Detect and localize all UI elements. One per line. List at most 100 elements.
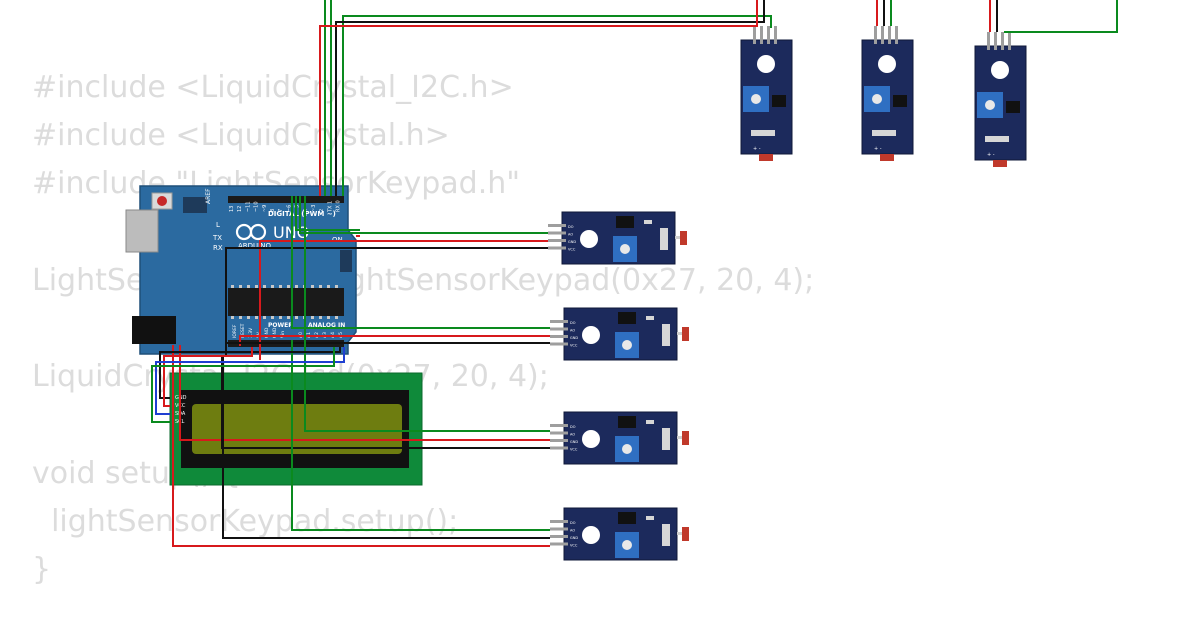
digital-header[interactable] <box>228 196 344 203</box>
analog-pin-label: A0 <box>298 332 304 338</box>
chip-pin <box>231 316 234 319</box>
sensor-pin-label: DO <box>570 321 576 325</box>
sensor-pin[interactable] <box>550 520 568 523</box>
digital-pin-label: ~9 <box>262 205 268 212</box>
photoresistor <box>993 160 1007 167</box>
potentiometer-knob[interactable] <box>620 244 630 254</box>
analog-header-label: ANALOG IN <box>308 322 345 329</box>
power-jack <box>132 316 176 344</box>
sensor-pin[interactable] <box>550 431 568 435</box>
sensor-pm-label: + - <box>987 152 995 158</box>
photoresistor-lead <box>677 532 682 535</box>
digital-pin-label: ~11 <box>245 201 251 212</box>
light-sensor-modules-vertical: + - + - + - <box>740 26 1027 167</box>
arduino-infinity-logo <box>235 223 267 241</box>
mounting-hole <box>878 55 896 73</box>
code-editor-background: #include <LiquidCrystal_I2C.h>#include <… <box>32 64 814 594</box>
sensor-pin[interactable] <box>881 26 884 44</box>
sensor-connector <box>660 228 668 250</box>
power-pin-label: IOREF <box>232 324 238 338</box>
sensor-pin[interactable] <box>550 335 568 338</box>
photoresistor-lead <box>675 236 680 239</box>
sensor-pin-label: AO <box>570 529 575 533</box>
sensor-pin[interactable] <box>548 231 566 235</box>
sensor-pin[interactable] <box>874 26 877 44</box>
sensor-pin[interactable] <box>987 32 990 50</box>
wire-blue <box>155 347 345 415</box>
sensor-pin-label: DO <box>570 425 576 429</box>
potentiometer-knob[interactable] <box>985 100 995 110</box>
chip-pin <box>231 285 234 288</box>
comparator-chip <box>1006 101 1020 113</box>
sensor-pin[interactable] <box>550 320 568 323</box>
chip-pin <box>263 285 266 288</box>
chip-pin <box>311 285 314 288</box>
sensor-pin[interactable] <box>550 527 568 531</box>
sensor-pin[interactable] <box>550 327 568 331</box>
sensor-pin[interactable] <box>753 26 756 44</box>
resistor <box>646 316 654 320</box>
sensor-pin[interactable] <box>550 424 568 427</box>
potentiometer-knob[interactable] <box>872 94 882 104</box>
chip-pin <box>335 285 338 288</box>
wire-green <box>342 15 772 196</box>
potentiometer-knob[interactable] <box>622 444 632 454</box>
mounting-hole <box>757 55 775 73</box>
resistor <box>646 516 654 520</box>
reset-button-cap[interactable] <box>157 196 167 206</box>
power-pin-label: 3.3V <box>248 327 254 338</box>
l-led-label: L <box>216 221 220 229</box>
photoresistor <box>759 154 773 161</box>
sensor-pin[interactable] <box>550 542 568 546</box>
wire-red <box>259 240 548 360</box>
chip-pin <box>271 285 274 288</box>
potentiometer-knob[interactable] <box>622 540 632 550</box>
sensor-pin[interactable] <box>550 439 568 442</box>
sensor-pin[interactable] <box>550 535 568 538</box>
code-line: } <box>32 551 52 587</box>
comparator-chip <box>618 416 636 428</box>
digital-pin-label: 2 <box>319 209 325 212</box>
digital-pin-label: 13 <box>229 206 235 212</box>
sensor-pin[interactable] <box>888 26 891 44</box>
photoresistor <box>880 154 894 161</box>
chip-pin <box>327 285 330 288</box>
sensor-pin[interactable] <box>994 32 997 50</box>
wire-black <box>335 0 765 196</box>
photoresistor <box>682 527 689 541</box>
sensor-pin[interactable] <box>548 246 566 250</box>
light-sensor-module-5[interactable]: + - <box>740 26 793 161</box>
potentiometer-knob[interactable] <box>622 340 632 350</box>
wire-green <box>291 340 550 531</box>
sensor-pin-label: AO <box>568 233 573 237</box>
sensor-pin[interactable] <box>550 342 568 346</box>
mounting-hole <box>582 526 600 544</box>
chip-pin <box>319 285 322 288</box>
code-line: #include <LiquidCrystal_I2C.h> <box>32 70 514 105</box>
sensor-pin[interactable] <box>895 26 898 44</box>
chip-pin <box>263 316 266 319</box>
chip-pin <box>295 285 298 288</box>
light-sensor-module-6[interactable]: + - <box>861 26 914 161</box>
wire-red <box>319 0 758 196</box>
sensor-pin[interactable] <box>548 224 566 227</box>
sensor-pin[interactable] <box>548 239 566 242</box>
sensor-pin[interactable] <box>774 26 777 44</box>
sensor-pin[interactable] <box>767 26 770 44</box>
sensor-pin[interactable] <box>1001 32 1004 50</box>
sensor-pin[interactable] <box>1008 32 1011 50</box>
sensor-pin[interactable] <box>760 26 763 44</box>
sensor-pin-label: VCC <box>570 544 578 548</box>
photoresistor <box>680 231 687 245</box>
power-pin-label: RESET <box>240 323 246 338</box>
light-sensor-module-7[interactable]: + - <box>974 32 1027 167</box>
sensor-pin[interactable] <box>550 446 568 450</box>
potentiometer-knob[interactable] <box>751 94 761 104</box>
